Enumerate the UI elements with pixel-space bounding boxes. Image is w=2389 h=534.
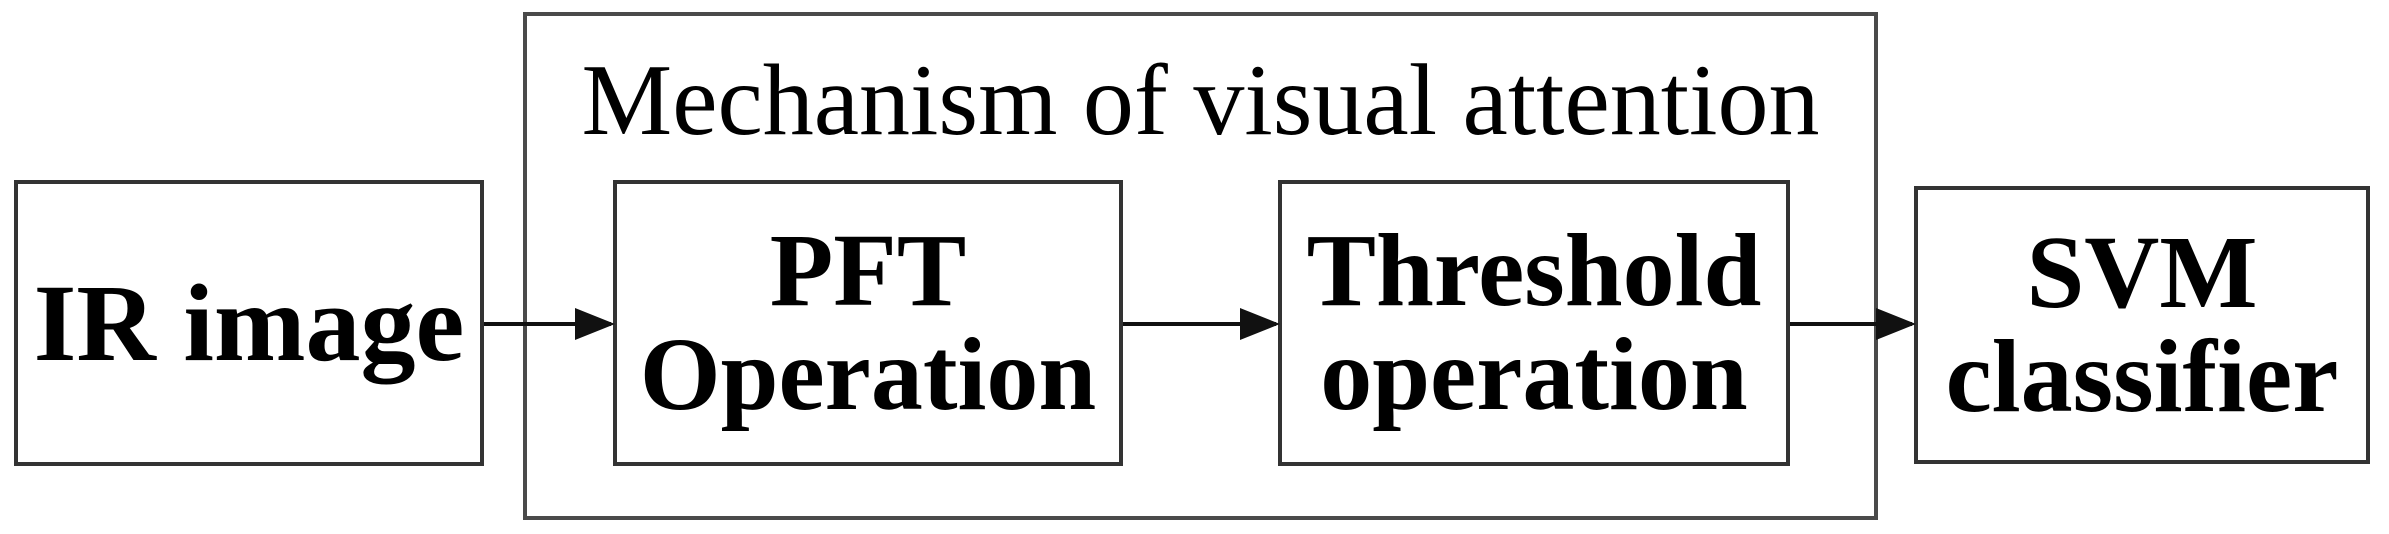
svm-classifier-label: SVM classifier [1946, 221, 2339, 429]
svm-classifier-node: SVM classifier [1914, 186, 2370, 464]
svm-classifier-label-line-1: SVM [2026, 215, 2258, 330]
ir-image-node: IR image [14, 180, 484, 466]
attention-group-title: Mechanism of visual attention [581, 44, 1820, 157]
threshold-operation-label-line-1: Threshold [1306, 213, 1762, 328]
ir-image-label: IR image [34, 268, 465, 378]
threshold-operation-label-line-2: operation [1320, 317, 1748, 432]
threshold-operation-label: Threshold operation [1307, 219, 1762, 427]
attention-group-frame: Mechanism of visual attention [523, 12, 1878, 520]
pft-operation-label-line-1: PFT [769, 213, 967, 328]
ir-image-label-line-1: IR image [33, 262, 465, 384]
svm-classifier-label-line-2: classifier [1945, 319, 2339, 434]
pft-operation-label: PFT Operation [640, 219, 1096, 427]
pft-operation-node: PFT Operation [613, 180, 1123, 466]
threshold-operation-node: Threshold operation [1278, 180, 1790, 466]
pft-operation-label-line-2: Operation [639, 317, 1097, 432]
